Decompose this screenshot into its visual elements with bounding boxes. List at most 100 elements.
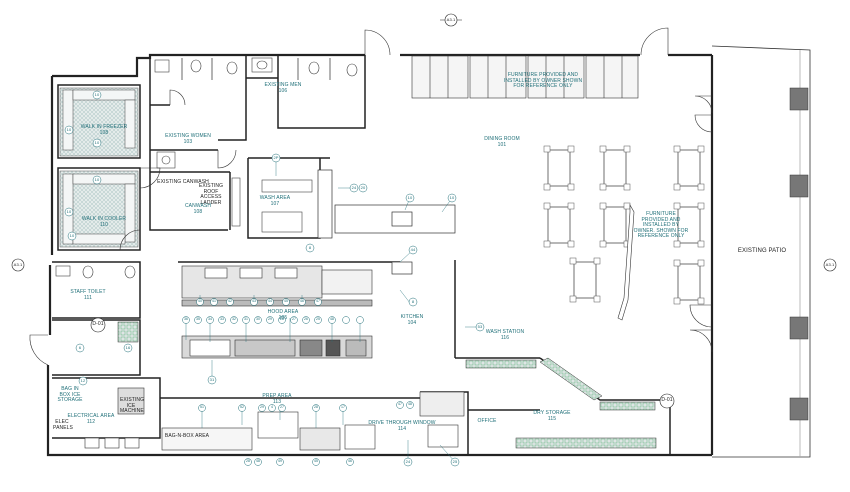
room-label-bag-n-box: BAG-N-BOX AREA — [164, 433, 210, 439]
tag-number: 31 — [209, 377, 215, 382]
tag-number: 45 — [313, 459, 319, 463]
tag-number: 49 — [277, 459, 283, 463]
tag-number: 34 — [207, 317, 213, 321]
tag-number: 29 — [259, 405, 265, 409]
tag-number: 17 — [340, 405, 346, 409]
tag-number: 6 — [78, 345, 82, 350]
tag-number: 32 — [231, 317, 237, 321]
section-mark: A3.1 — [13, 262, 23, 267]
room-label-ice-storage: BAG IN BOX ICE STORAGE — [57, 386, 83, 403]
room-label-existing-patio: EXISTING PATIO — [737, 248, 787, 254]
room-label-elec-panels: ELEC PANELS — [53, 419, 73, 431]
tag-number: 10 — [449, 195, 455, 200]
tag-number: 4 — [270, 405, 274, 409]
door-tag: D-01 — [661, 397, 673, 403]
dry-storage-shelving — [117, 321, 657, 449]
tag-number: 28 — [279, 317, 285, 321]
tag-number: 47 — [397, 402, 403, 406]
tag-number: 8 — [411, 299, 415, 304]
tag-number: 28 — [245, 459, 251, 463]
interior-walls — [52, 55, 671, 455]
tag-number: 10 — [94, 177, 100, 182]
tag-number: 53 — [477, 324, 483, 329]
tag-number: 48 — [255, 459, 261, 463]
wash-sinks — [231, 177, 313, 233]
bench — [617, 203, 635, 321]
tag-number: 40 — [197, 299, 203, 303]
stall-partitions — [181, 58, 331, 80]
tag-number: 45 — [283, 299, 289, 303]
tag-number: 27 — [291, 317, 297, 321]
section-markers — [11, 13, 837, 272]
tag-number: 16 — [125, 345, 131, 350]
tag-number: 41 — [211, 299, 217, 303]
tag-number: 12 — [80, 378, 86, 383]
patio-columns — [789, 87, 809, 421]
tag-number: 48 — [407, 402, 413, 406]
dining-tables — [547, 149, 701, 301]
tag-number: 26 — [303, 317, 309, 321]
tag-number: 25 — [452, 459, 458, 464]
tag-number: 47 — [315, 299, 321, 303]
door-tag-shapes — [90, 317, 675, 409]
restroom-fixtures — [55, 57, 358, 279]
tag-number: 10 — [94, 92, 100, 97]
tag-number: 46 — [347, 459, 353, 463]
tag-number: 42 — [227, 299, 233, 303]
tag-number: 31 — [243, 317, 249, 321]
tag-number: 2P — [273, 155, 279, 160]
electrical-panels — [84, 387, 145, 449]
tag-number: 27 — [279, 405, 285, 409]
tag-number: 28 — [313, 405, 319, 409]
patio — [711, 45, 811, 458]
tag-number: 52 — [239, 405, 245, 409]
tag-number: 10 — [69, 233, 75, 238]
tag-number: 25 — [315, 317, 321, 321]
tag-number: 30 — [255, 317, 261, 321]
hood-equipment — [181, 265, 373, 359]
tag-number: 43 — [251, 299, 257, 303]
tag-number: 10 — [66, 209, 72, 214]
tag-number: 29 — [267, 317, 273, 321]
service-counter — [317, 169, 456, 275]
tag-number: 10 — [407, 195, 413, 200]
tag-number: 46 — [299, 299, 305, 303]
room-label-existing-canwash: EXISTING CANWASH — [157, 179, 209, 185]
tag-number: 48 — [329, 317, 335, 321]
tag-number: 35 — [195, 317, 201, 321]
section-mark: A3.1 — [825, 262, 835, 267]
tag-number: 10 — [66, 127, 72, 132]
tag-number: 36 — [183, 317, 189, 321]
tag-number: 51 — [199, 405, 205, 409]
section-mark: A3.1 — [446, 17, 456, 22]
tag-circles — [64, 90, 485, 467]
door-tag: D-01 — [92, 321, 104, 327]
dining-chairs — [543, 145, 705, 305]
exterior-walls — [46, 53, 714, 457]
prep-equipment — [161, 391, 465, 451]
room-label-office: OFFICE — [477, 418, 497, 424]
room-label-ice-machine: EXISTING ICE MACHINE — [120, 397, 145, 414]
tag-number: 8 — [308, 245, 312, 250]
storefront-windows — [411, 55, 639, 99]
tag-number: 44 — [267, 299, 273, 303]
door-swings — [29, 27, 713, 366]
room-label-roof-ladder: EXISTING ROOF ACCESS LADDER — [198, 183, 224, 206]
tag-number: 10 — [94, 140, 100, 145]
